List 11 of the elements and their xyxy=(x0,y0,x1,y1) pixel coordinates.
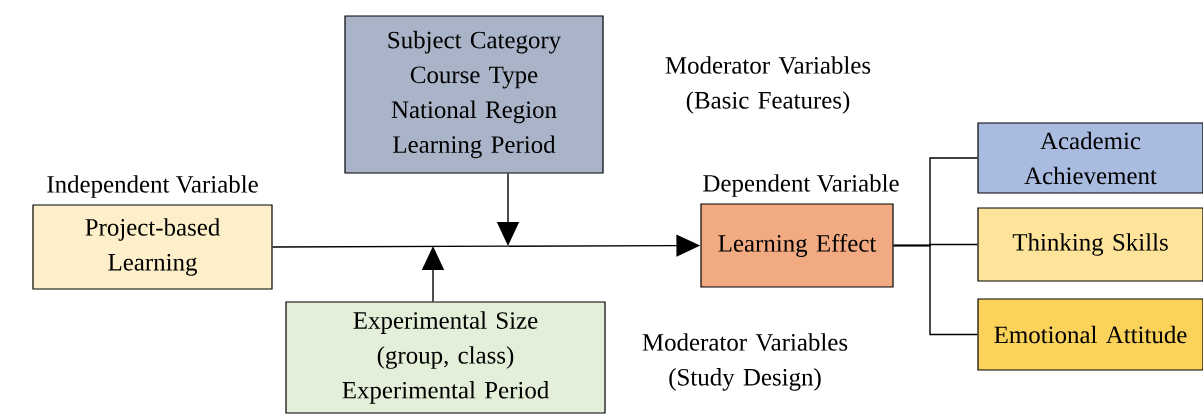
variable-box: Experimental Size (group, class) Experimental Period xyxy=(285,301,606,414)
moderator-label: Moderator Variables (Basic Features) xyxy=(665,56,871,114)
variable-box: Subject Category Course Type National Region Learning Period xyxy=(344,15,604,174)
variable-box: Project-based Learning xyxy=(32,204,273,290)
heading-label: Independent Variable xyxy=(47,175,258,198)
variable-box: Academic Achievement xyxy=(977,122,1203,194)
variable-box: Learning Effect xyxy=(700,203,894,288)
variable-box: Emotional Attitude xyxy=(977,298,1203,371)
variable-box: Thinking Skills xyxy=(977,207,1203,282)
heading-label: Dependent Variable xyxy=(703,174,899,197)
moderator-label: Moderator Variables (Study Design) xyxy=(642,333,848,391)
